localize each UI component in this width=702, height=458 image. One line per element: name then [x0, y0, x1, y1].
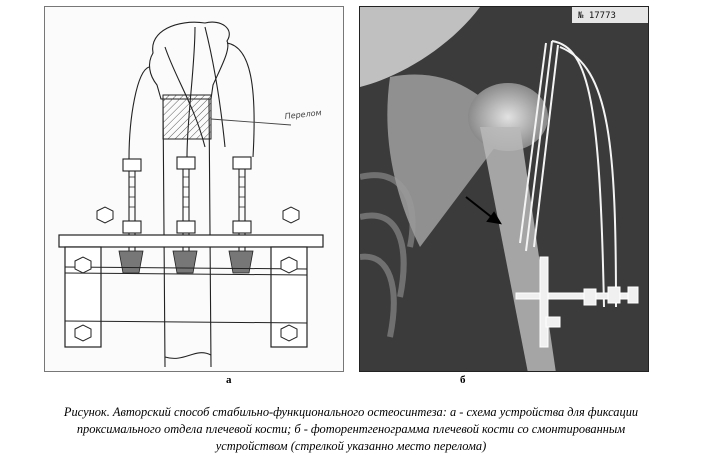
rod-right: [232, 156, 252, 269]
wire-right: [226, 42, 255, 158]
clamp-blocks: [118, 250, 254, 274]
panel-b-xray: № 17773: [359, 6, 649, 372]
caption-line-2: проксимального отдела плечевой кости; б …: [76, 422, 626, 436]
caption-line-1: Рисунок. Авторский способ стабильно-функ…: [63, 405, 639, 419]
xray-fixator: [515, 256, 639, 348]
figure-caption: Рисунок. Авторский способ стабильно-функ…: [0, 404, 702, 455]
panel-a-label: а: [226, 374, 232, 386]
transverse-pins: [64, 266, 308, 324]
caption-line-3: устройством (стрелкой указанно место пер…: [215, 439, 487, 453]
hex-nuts: [74, 206, 300, 342]
film-marking: № 17773: [577, 11, 616, 21]
humeral-head: [148, 21, 230, 100]
xray-wires: [519, 40, 617, 308]
panel-b-label: б: [460, 374, 466, 386]
device-schematic: Перелом: [58, 21, 324, 368]
annotation-leader: [210, 118, 292, 126]
xray-humerus-shaft: [480, 127, 556, 371]
rod-center: [176, 156, 196, 269]
fracture-annotation: Перелом: [284, 108, 322, 121]
panel-a-drawing: Перелом: [44, 6, 344, 372]
xray-image: № 17773: [360, 7, 648, 371]
ribs: [360, 172, 416, 338]
wire-left: [128, 66, 150, 160]
fracture-zone: [162, 94, 212, 140]
fracture-arrow: [465, 196, 502, 225]
